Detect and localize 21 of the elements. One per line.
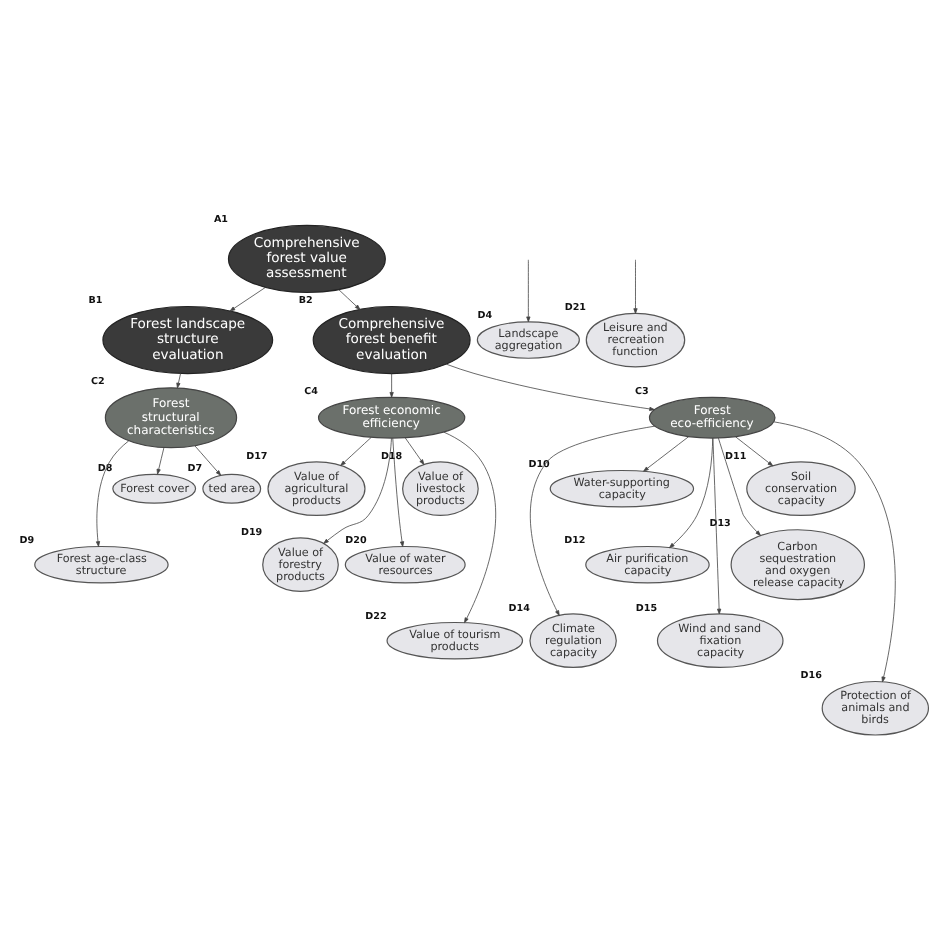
arrow: [323, 436, 392, 543]
arrow: [643, 435, 689, 471]
arrow: [526, 258, 531, 322]
arrow: [529, 424, 656, 615]
arrow: [712, 436, 722, 614]
arrow: [718, 436, 761, 535]
arrow: [773, 420, 896, 682]
arrow: [95, 439, 130, 546]
arrow: [392, 436, 405, 546]
arrow: [404, 436, 425, 464]
arrow: [389, 372, 394, 397]
arrow: [194, 444, 222, 475]
arrow: [338, 288, 361, 309]
arrow: [633, 258, 638, 313]
arrow: [443, 430, 497, 623]
arrow: [156, 446, 165, 474]
arrow: [176, 371, 181, 388]
arrow: [735, 435, 774, 466]
arrow: [445, 362, 655, 410]
arrow: [340, 436, 372, 465]
arrow: [229, 285, 266, 311]
